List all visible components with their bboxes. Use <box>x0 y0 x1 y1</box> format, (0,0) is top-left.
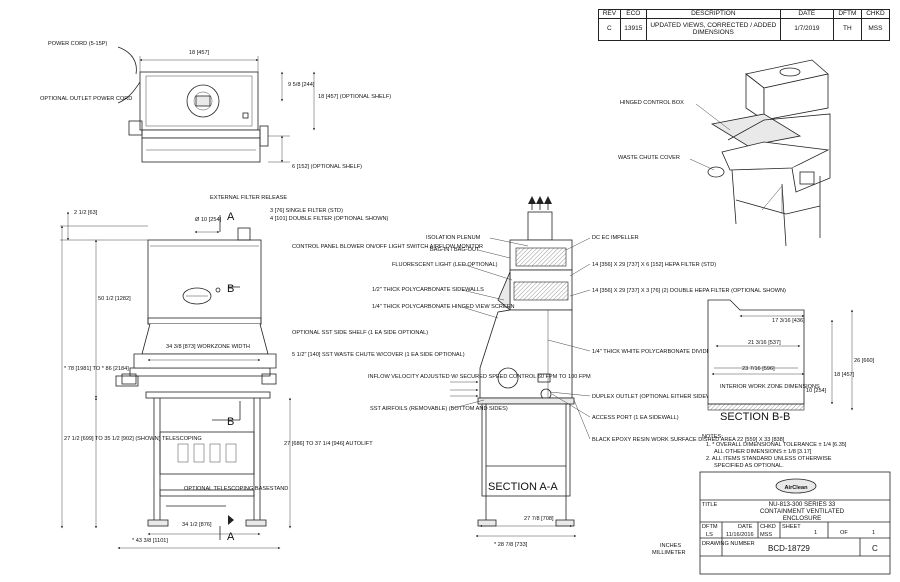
dim-2-5: 2 1/2 [63] <box>74 210 98 216</box>
front-blower-box <box>147 239 262 325</box>
drawing-label: DRAWING NUMBER <box>702 541 755 547</box>
iso-waste-chute-cover <box>707 166 725 178</box>
label-inflow-velocity: INFLOW VELOCITY ADJUSTED W/ SECURED SPEE… <box>368 374 591 380</box>
label-sst-airfoils: SST AIRFOILS (REMOVABLE) (BOTTOM AND SID… <box>370 406 508 412</box>
section-letter-a-top: A <box>227 211 235 223</box>
exhaust-collar <box>527 211 553 241</box>
label-bag-in-out: BAG-IN / BAG-OUT <box>430 247 480 253</box>
notes-title: NOTES: <box>702 434 723 440</box>
dim-78: * 78 [1981] TO * 86 [2184] <box>64 366 129 372</box>
sheet-value: 1 <box>814 530 817 536</box>
dim-26: 26 [660] <box>854 358 875 364</box>
drawing-number: BCD-18729 <box>768 544 810 553</box>
dim-23-7-16: 23 7/16 [596] <box>742 366 775 372</box>
label-divider-panel: 1/4" THICK WHITE POLYCARBONATE DIVIDER P… <box>592 349 734 355</box>
dim-28-7-8: * 28 7/8 [733] <box>494 542 528 548</box>
label-polycarb-sidewalls: 1/2" THICK POLYCARBONATE SIDEWALLS <box>372 287 484 293</box>
title-line-1: NU-813-300 SERIES 33 <box>769 501 836 508</box>
dim-10-bb: 10 [254] <box>806 388 827 394</box>
revision-table: REV ECO DESCRIPTION DATE DFTM CHKD C 139… <box>598 9 891 41</box>
filter-single-label: 3 [76] SINGLE FILTER (STD) <box>270 208 343 214</box>
iso-hinged-control-box <box>710 113 802 147</box>
filter-release-label: EXTERNAL FILTER RELEASE <box>210 195 287 201</box>
label-access-port: ACCESS PORT (1 EA SIDEWALL) <box>592 415 679 421</box>
dim-6-shelf: 6 [152] (OPTIONAL SHELF) <box>292 164 362 170</box>
isometric-view: HINGED CONTROL BOX WASTE CHUTE COVER <box>618 59 831 247</box>
chkd-value: MSS <box>760 532 772 538</box>
dim-10: Ø 10 [254] <box>195 217 222 223</box>
control-panel-badge <box>182 287 212 305</box>
section-work-chamber <box>479 309 573 399</box>
title-line-3: ENCLOSURE <box>783 515 822 522</box>
eco-cell: 13915 <box>619 17 647 41</box>
section-letter-b-top: B <box>227 283 234 295</box>
chkd-cell: MSS <box>860 17 891 41</box>
dim-34-3-8: 34 3/8 [873] WORKZONE WIDTH <box>166 344 250 350</box>
dim-27: 27 [686] TO 37 1/4 [946] AUTOLIFT <box>284 441 373 447</box>
note-1b: ALL OTHER DIMENSIONS ± 1/8 [3.17] <box>714 449 812 455</box>
dim-shelf-18: 18 [457] (OPTIONAL SHELF) <box>318 94 391 100</box>
title-label: TITLE <box>702 502 717 508</box>
dim-18-bb: 18 [457] <box>834 372 855 378</box>
interior-label: INTERIOR WORK ZONE DIMENSIONS <box>720 384 820 390</box>
filter-double-label: 4 [101] DOUBLE FILTER (OPTIONAL SHOWN) <box>270 216 389 222</box>
top-view: 18 [457] POWER CORD (5-15P) OPTIONAL OUT… <box>40 41 391 170</box>
label-hinged-view-screen: 1/4" THICK POLYCARBONATE HINGED VIEW SCR… <box>372 304 514 310</box>
blower-circle <box>186 84 220 118</box>
section-bb-title: SECTION B-B <box>720 411 790 423</box>
date-value: 11/16/2016 <box>726 532 754 538</box>
units-mm: MILLIMETER <box>652 550 686 556</box>
title-block: AirClean TITLE NU-813-300 SERIES 33 CONT… <box>652 471 891 575</box>
note-2: 2. ALL ITEMS STANDARD UNLESS OTHERWISE <box>706 456 832 462</box>
waste-chute-cover-label: WASTE CHUTE COVER <box>618 155 680 161</box>
description-cell: UPDATED VIEWS, CORRECTED / ADDED DIMENSI… <box>645 17 781 41</box>
of-label: OF <box>840 530 848 536</box>
basestand-label: OPTIONAL TELESCOPING BASESTAND <box>184 486 288 492</box>
note-1: 1. * OVERALL DIMENSIONAL TOLERANCE ± 1/4… <box>706 442 847 448</box>
units-inches: INCHES <box>660 543 681 549</box>
note-2b: SPECIFIED AS OPTIONAL. <box>714 463 784 469</box>
section-letter-a-bottom: A <box>227 531 235 543</box>
notes-block: NOTES: 1. * OVERALL DIMENSIONAL TOLERANC… <box>702 434 847 469</box>
front-view: EXTERNAL FILTER RELEASE 2 1/2 [63] Ø 10 … <box>60 195 483 550</box>
chkd-label: CHKD <box>760 524 776 530</box>
section-aa-title: SECTION A-A <box>488 481 558 493</box>
label-hepa-std: 14 [356] X 29 [737] X 6 [152] HEPA FILTE… <box>592 262 716 268</box>
label-epoxy-surface: BLACK EPOXY RESIN WORK SURFACE DISHED AR… <box>592 437 785 443</box>
label-hepa-double: 14 [356] X 29 [737] X 3 [76] (2) DOUBLE … <box>592 288 786 294</box>
dftm-label: DFTM <box>702 524 718 530</box>
power-cord-label: POWER CORD (5-15P) <box>48 41 107 47</box>
logo-ellipse <box>775 478 817 494</box>
dim-27-7-8: 27 7/8 [708] <box>524 516 554 522</box>
rev-value: C <box>872 544 878 553</box>
title-line-2: CONTAINMENT VENTILATED <box>760 508 845 515</box>
dim-43: * 43 3/8 [1101] <box>132 538 168 544</box>
dim-21-3-16: 21 3/16 [537] <box>748 340 781 346</box>
label-dc-impeller: DC EC IMPELLER <box>592 235 639 241</box>
logo-text: AirClean <box>784 485 808 491</box>
dim-17-3-16: 17 3/16 [436] <box>772 318 805 324</box>
of-value: 1 <box>872 530 875 536</box>
dim-50: 50 1/2 [1282] <box>98 296 131 302</box>
control-panel-label: CONTROL PANEL BLOWER ON/OFF LIGHT SWITCH… <box>292 244 483 250</box>
label-isolation-plenum: ISOLATION PLENUM <box>426 235 481 241</box>
sheet-label: SHEET <box>782 524 801 530</box>
date-label: DATE <box>738 524 753 530</box>
hinged-control-label: HINGED CONTROL BOX <box>620 100 684 106</box>
dftm-value: LS <box>706 532 713 538</box>
section-aa-view: SECTION A-A 27 7/8 [708] * 28 7/8 [733] … <box>368 196 786 548</box>
dim-34-5: 34 1/2 [876] <box>182 522 212 528</box>
section-letter-b-bottom: B <box>227 416 234 428</box>
outlet-label: OPTIONAL OUTLET POWER CORD <box>40 96 132 102</box>
dim-9-5-8: 9 5/8 [244] <box>288 82 315 88</box>
label-duplex-outlet: DUPLEX OUTLET (OPTIONAL EITHER SIDEWALL) <box>592 394 723 400</box>
label-fluorescent-light: FLUORESCENT LIGHT (LED OPTIONAL) <box>392 262 498 268</box>
sst-shelf-label: OPTIONAL SST SIDE SHELF (1 EA SIDE OPTIO… <box>292 330 428 336</box>
section-bb-view: SECTION B-B 17 3/16 [436] 21 3/16 [537] … <box>707 299 875 423</box>
dim-27-5: 27 1/2 [699] TO 35 1/2 [902] (SHOWN) TEL… <box>64 436 202 442</box>
dim-18-top: 18 [457] <box>189 50 210 56</box>
waste-chute-label: 5 1/2" [140] SST WASTE CHUTE W/COVER (1 … <box>292 352 465 358</box>
